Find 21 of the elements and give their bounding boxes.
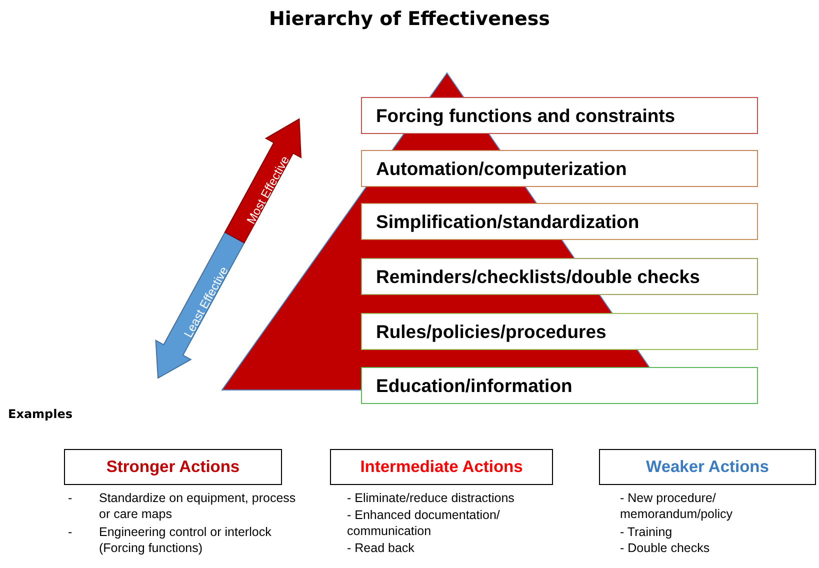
- list-item: Standardize on equipment, process or care maps: [99, 490, 297, 522]
- action-heading-box: Stronger Actions: [64, 449, 282, 485]
- list-item: -: [68, 490, 74, 506]
- list-item: -: [68, 524, 74, 540]
- action-heading-box: Weaker Actions: [599, 449, 816, 485]
- level-box: Rules/policies/procedures: [361, 313, 758, 350]
- title: Hierarchy of Effectiveness: [268, 8, 551, 30]
- level-box: Forcing functions and constraints: [361, 97, 758, 134]
- list-item: - Read back: [347, 540, 416, 556]
- list-item: Engineering control or interlock (Forcing functions): [99, 524, 272, 556]
- list-item: - Training: [620, 524, 674, 540]
- list-item: - Eliminate/reduce distractions: [347, 490, 516, 506]
- list-item: - New procedure/ memorandum/policy: [620, 490, 734, 522]
- level-box: Simplification/standardization: [361, 203, 758, 240]
- list-item: - Double checks: [620, 540, 711, 556]
- section-label: Examples: [8, 407, 73, 421]
- action-heading-box: Intermediate Actions: [330, 449, 553, 485]
- level-box: Automation/computerization: [361, 150, 758, 187]
- level-box: Reminders/checklists/double checks: [361, 258, 758, 295]
- list-item: - Enhanced documentation/ communication: [347, 507, 501, 539]
- level-box: Education/information: [361, 367, 758, 404]
